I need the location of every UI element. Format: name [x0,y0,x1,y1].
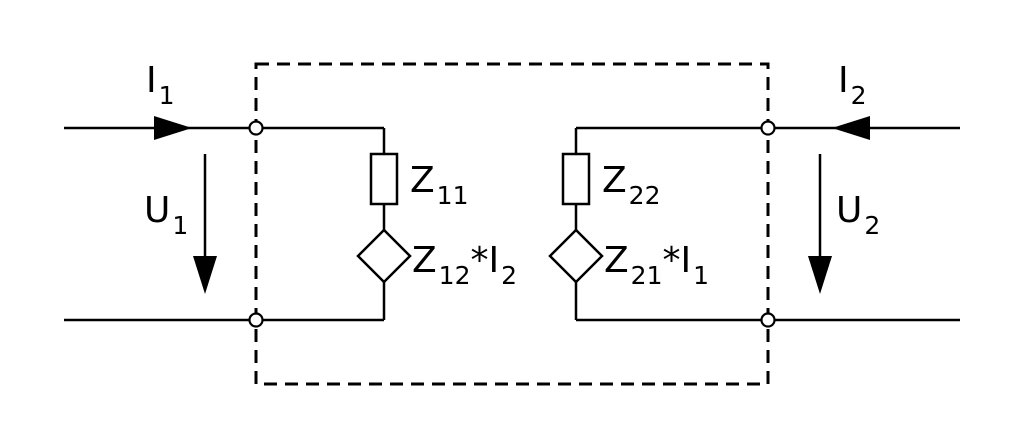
output-top-terminal [760,120,776,136]
z11-impedance [369,152,399,206]
z12-source-label: Z12*I2 [412,240,517,290]
output-voltage-arrowhead [808,256,832,294]
z21-source-label: Z21*I1 [604,240,709,290]
input-top-terminal [248,120,264,136]
z11-label: Z11 [410,160,468,210]
input-current-arrow [154,116,192,140]
z22-label: Z22 [602,160,660,210]
input-voltage-arrowhead [193,256,217,294]
input-bottom-terminal [248,312,264,328]
voltage-in-label: U1 [144,190,188,240]
z21-dependent-source [548,228,604,284]
output-bottom-terminal [760,312,776,328]
output-current-arrow [832,116,870,140]
z22-impedance [561,152,591,206]
two-port-boundary [254,62,770,386]
voltage-out-label: U2 [836,190,880,240]
current-out-label: I2 [838,60,867,110]
current-in-label: I1 [146,60,175,110]
z12-dependent-source [356,228,412,284]
